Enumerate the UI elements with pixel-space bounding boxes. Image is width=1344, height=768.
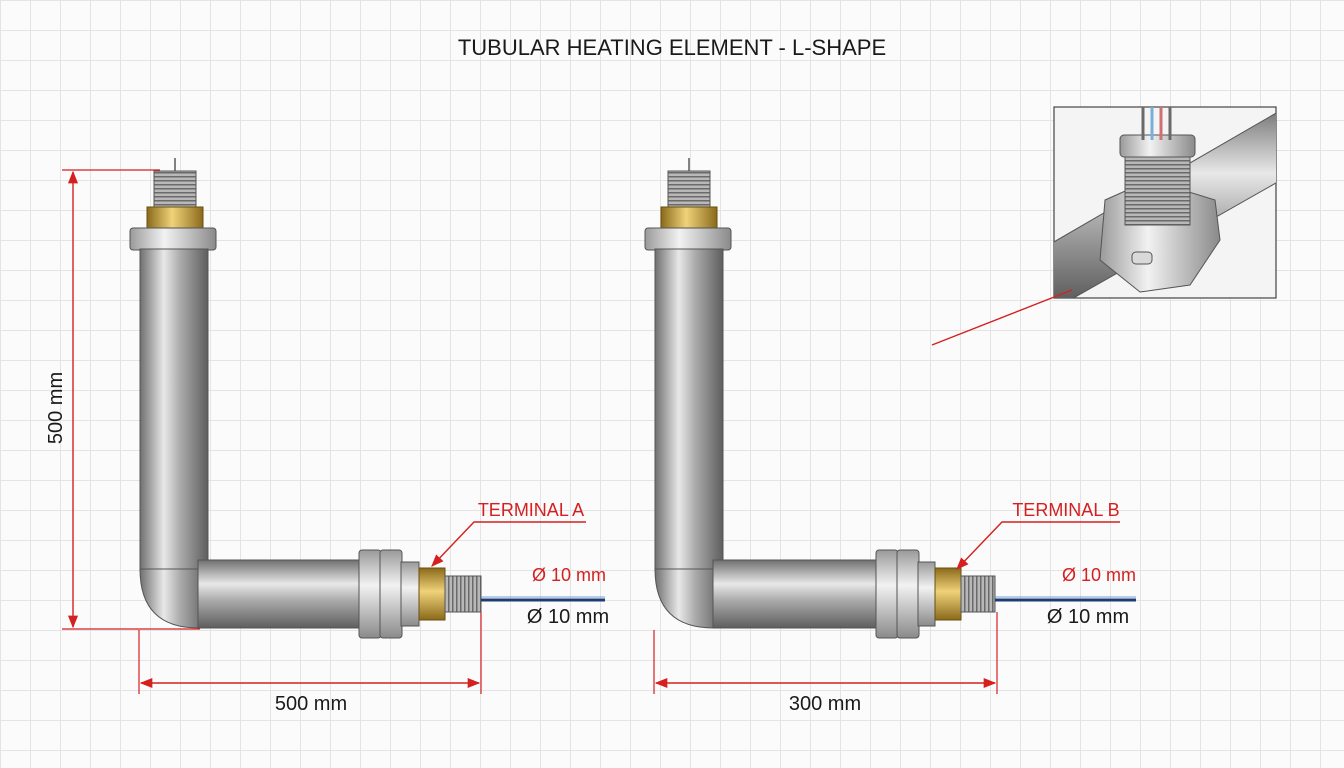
- left-height-label: 500 mm: [45, 372, 67, 444]
- left-fitting-nut-2: [379, 549, 403, 639]
- right-terminal-thread: [960, 575, 996, 613]
- left-diameter-label-red: Ø 10 mm: [532, 565, 606, 585]
- detail-inset: [931, 106, 1277, 346]
- left-top-thread: [153, 170, 197, 208]
- left-horizontal-tube: [197, 559, 363, 629]
- left-fitting-collar: [400, 561, 420, 627]
- right-terminal-label: TERMINAL B: [1012, 500, 1119, 520]
- left-terminal-leader: [431, 521, 586, 567]
- right-dimensions: 300 mm TERMINAL B Ø 10 mm Ø 10 mm: [653, 500, 1136, 715]
- diagram-title: TUBULAR HEATING ELEMENT - L-SHAPE: [458, 35, 886, 60]
- left-top-brass-nut: [146, 206, 204, 230]
- right-top-thread: [667, 170, 711, 208]
- right-terminal-leader: [956, 521, 1120, 570]
- detail-cap: [1119, 134, 1196, 158]
- right-top-brass-nut: [660, 206, 718, 230]
- right-terminal-brass-nut: [934, 567, 962, 621]
- detail-pin: [1131, 251, 1153, 265]
- right-fitting-nut-1: [875, 549, 899, 639]
- left-top-flange: [129, 227, 217, 251]
- right-fitting-nut-2: [896, 549, 920, 639]
- left-terminal-label: TERMINAL A: [478, 500, 584, 520]
- right-vertical-tube: [654, 248, 724, 572]
- right-diameter-label-red: Ø 10 mm: [1062, 565, 1136, 585]
- left-dimensions: 500 mm 500 mm TERMINAL A Ø 10 mm Ø 10 mm: [45, 169, 609, 715]
- left-diameter-label-black: Ø 10 mm: [527, 606, 609, 628]
- detail-leader-line: [931, 289, 1073, 346]
- right-top-flange: [644, 227, 732, 251]
- right-heating-element: [644, 158, 1136, 639]
- left-terminal-brass-nut: [418, 567, 446, 621]
- left-terminal-thread: [444, 575, 482, 613]
- left-width-label: 500 mm: [275, 693, 347, 715]
- left-fitting-nut-1: [358, 549, 382, 639]
- left-vertical-tube: [139, 248, 209, 572]
- detail-thread: [1124, 149, 1191, 226]
- left-heating-element: [129, 158, 605, 639]
- right-fitting-collar: [917, 561, 936, 627]
- right-diameter-label-black: Ø 10 mm: [1047, 606, 1129, 628]
- right-horizontal-tube: [712, 559, 880, 629]
- right-width-label: 300 mm: [789, 693, 861, 715]
